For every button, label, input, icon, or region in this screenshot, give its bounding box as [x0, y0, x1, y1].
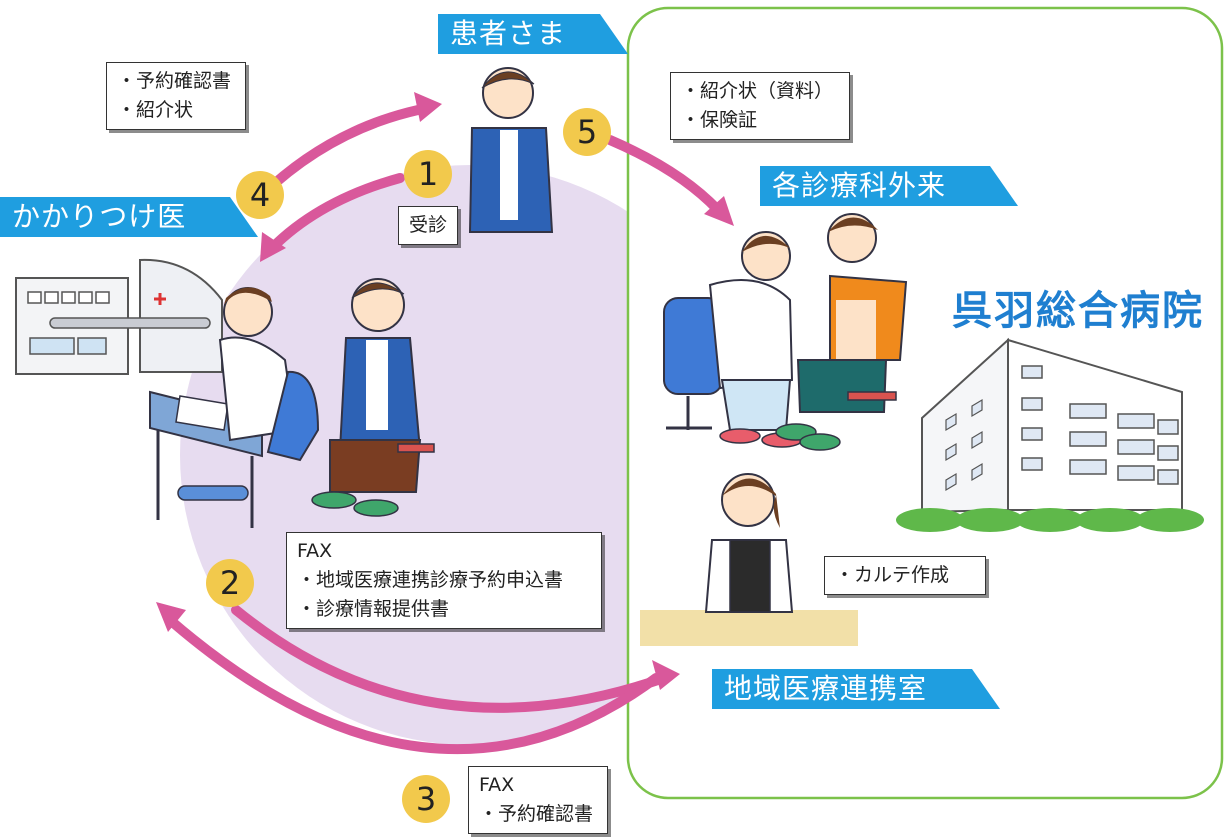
note-step1: 受診 [398, 206, 459, 245]
note-step5-line: ・保険証 [681, 109, 758, 131]
patient-illustration [468, 67, 554, 233]
hospital-building-illustration [896, 337, 1204, 532]
note-step5: ・紹介状（資料） ・保険証 [670, 72, 850, 140]
note-step4: ・予約確認書 ・紹介状 [106, 62, 246, 130]
note-step4-line: ・紹介状 [117, 99, 194, 121]
note-office-line: ・カルテ作成 [835, 564, 950, 586]
note-step2-line: ・診療情報提供書 [297, 598, 450, 620]
arrowhead-step2 [652, 660, 680, 690]
receptionist-illustration [640, 473, 858, 646]
note-step1-line: 受診 [409, 214, 448, 236]
step-3-badge: 3 [402, 775, 450, 823]
note-step4-line: ・予約確認書 [117, 70, 232, 92]
step-5-badge: 5 [563, 108, 611, 156]
step-1-badge: 1 [404, 150, 452, 198]
arrow-step5 [605, 135, 723, 215]
note-step2: FAX ・地域医療連携診療予約申込書 ・診療情報提供書 [286, 532, 602, 629]
step-4-badge: 4 [236, 171, 284, 219]
outpatient-banner: 各診療科外来 [760, 166, 1018, 206]
clinic-illustration [15, 258, 435, 528]
family-doctor-banner: かかりつけ医 [0, 197, 258, 237]
outpatient-illustration [663, 213, 908, 451]
note-step3-line: ・予約確認書 [479, 803, 594, 825]
note-step2-line: FAX [297, 540, 333, 562]
note-step3-line: FAX [479, 774, 515, 796]
note-step2-line: ・地域医療連携診療予約申込書 [297, 569, 564, 591]
note-step5-line: ・紹介状（資料） [681, 80, 834, 102]
arrowhead-step5 [704, 196, 734, 226]
step-2-badge: 2 [206, 559, 254, 607]
arrow-step3 [165, 615, 661, 755]
note-office: ・カルテ作成 [824, 556, 986, 595]
patient-banner: 患者さま [438, 14, 628, 54]
arrow-step1 [267, 173, 405, 253]
regional-office-banner: 地域医療連携室 [712, 669, 1000, 709]
arrow-step2 [231, 605, 663, 713]
hospital-name: 呉羽総合病院 [952, 288, 1204, 334]
note-step3: FAX ・予約確認書 [468, 766, 608, 834]
arrowhead-step4 [414, 92, 442, 122]
arrowhead-step3 [156, 602, 186, 632]
arrowhead-step1 [260, 232, 286, 262]
